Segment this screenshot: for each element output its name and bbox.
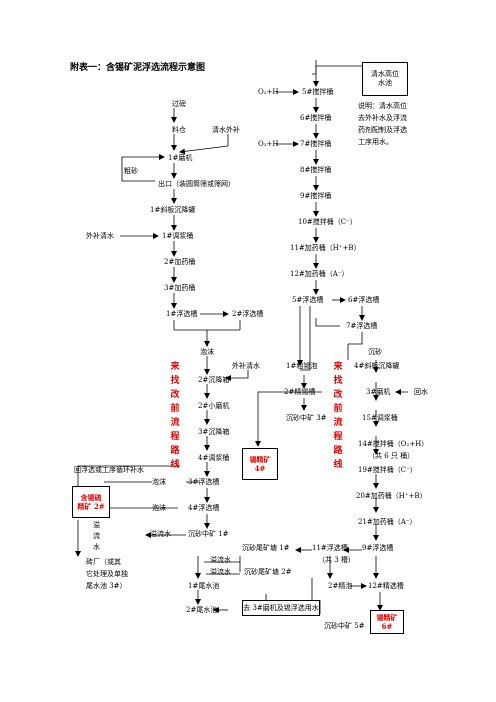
node-tailings-pond-1: 1#尾水池 (188, 582, 220, 590)
overflow-water-vertical: 溢流水 (93, 521, 100, 551)
node-ore-feed: 过磅 (172, 100, 186, 108)
node-external-water-2: 外补清水 (232, 362, 260, 370)
node-agitator-21: 21#加药桶（A⁻） (358, 518, 417, 526)
node-tail-settle-1: 沉砂尾矿塘 1# (242, 544, 290, 552)
node-flotation-11-note: （共 3 槽） (318, 556, 355, 564)
node-flotation-1: 1#浮选槽 (166, 310, 198, 318)
node-agitator-14-note: （共 6 只 桶） (368, 452, 415, 460)
node-return-water: 回水 (414, 388, 428, 396)
node-froth-left: 泡沫 (200, 348, 214, 356)
node-rough-tin: 1#粗锡泡 (286, 362, 318, 370)
node-fine-tin: 2#精锡槽 (284, 388, 316, 396)
node-flotation-4: 4#浮选槽 (188, 504, 220, 512)
node-agitator-14: 14#搅拌桶（O₂+H） (358, 440, 429, 448)
left-red-vertical-label: 来找改前流程路线 (170, 362, 180, 470)
node-slurry-tank-1: 1#调浆桶 (162, 232, 194, 240)
node-tailings-pond-2: 2#尾水池 (186, 606, 218, 614)
note-explanation-2: 去外补水及浮流 (358, 114, 407, 122)
node-overflow-water-1: 溢流水 (150, 530, 171, 538)
node-oh-2: O₂+H (258, 140, 279, 148)
node-agitator-20: 20#加药桶（H⁺+B） (356, 492, 427, 500)
node-fresh-water-supplement: 清水外补 (212, 126, 240, 134)
node-other-use: 它处理及单独 (86, 570, 128, 578)
node-settling-2: 2#沉降箱 (198, 376, 230, 384)
page-title: 附表一：含锡矿泥浮选流程示意图 (70, 63, 206, 73)
note-explanation-1: 说明：清水高位 (358, 102, 407, 110)
node-agitator-11: 11#加药桶（H⁺+B） (290, 244, 361, 252)
node-settling-mid-3: 沉砂中矿 3# (286, 414, 327, 422)
node-flotation-5: 5#浮选槽 (292, 296, 324, 304)
concentrate-4-box: 锡精矿 4# (242, 448, 278, 480)
node-agitator-2: 2#加药桶 (164, 258, 196, 266)
node-tailings-pond-note: 尾水池 3#） (86, 582, 127, 590)
node-agitator-19: 19#搅拌桶（C⁻） (358, 466, 417, 474)
node-tail-settle-2: 沉砂尾矿塘 2# (244, 568, 292, 576)
node-settling-mid-1: 沉砂中矿 1# (188, 530, 229, 538)
node-froth-4: 泡沫 (152, 504, 166, 512)
node-froth-2: 2#精泡 (328, 582, 353, 590)
node-agitator-8: 8#搅拌桶 (300, 166, 332, 174)
node-oh-1: O₂+H (258, 88, 279, 96)
node-external-water: 外补清水 (86, 232, 114, 240)
return-mill-water-box: 去 3#磨机及锡浮选用水 (242, 600, 320, 616)
concentrate-2-box: 含锡硫 精矿 2# (72, 486, 110, 518)
note-explanation-3: 药剂配制及浮选 (358, 126, 407, 134)
node-ore-bin: 料仓 (172, 126, 186, 134)
concentrate-2-label: 含锡硫 精矿 2# (77, 493, 105, 511)
node-classifier-4: 4#斜板沉降罐 (354, 362, 400, 370)
concentrate-6-label: 锡精矿 6# (376, 613, 398, 631)
node-agitator-5: 5#搅拌桶 (302, 88, 334, 96)
node-mill-1: 1#磨机 (168, 154, 193, 162)
node-fine-tank-12: 12#精选槽 (368, 582, 404, 590)
node-overflow-water-2: 溢流水 (210, 556, 231, 564)
node-overflow-water-3: 溢流水 (210, 568, 231, 576)
node-flotation-6: 6#浮选槽 (348, 296, 380, 304)
note-explanation-4: 工序用水。 (358, 138, 393, 146)
node-sand-settle: 沉砂 (368, 348, 382, 356)
right-red-vertical-label: 来找改前流程路线 (333, 362, 343, 470)
return-mill-water-label: 去 3#磨机及锡浮选用水 (243, 603, 319, 612)
node-agitator-3: 3#加药桶 (164, 284, 196, 292)
node-classifier-1: 1#斜板沉降罐 (150, 206, 196, 214)
node-slurry-tank-4: 4#调浆桶 (198, 454, 230, 462)
node-flotation-2: 2#浮选槽 (232, 310, 264, 318)
node-mill-3: 3#磨机 (366, 388, 391, 396)
node-settling-3: 3#沉降箱 (198, 428, 230, 436)
node-brick-factory: 砖厂（或其 (86, 558, 121, 566)
node-settling-mid-5: 沉砂中矿 5# (324, 622, 365, 630)
node-agitator-6: 6#搅拌桶 (300, 114, 332, 122)
water-tank-label: 清水高位 水池 (371, 70, 399, 87)
water-tank-box: 清水高位 水池 (362, 62, 408, 96)
node-mill-small-2: 2#小磨机 (198, 402, 230, 410)
node-agitator-9: 9#搅拌桶 (300, 192, 332, 200)
node-froth-3: 泡沫 (152, 478, 166, 486)
node-flotation-7: 7#浮选槽 (346, 322, 378, 330)
concentrate-4-label: 锡精矿 4# (249, 455, 271, 473)
concentrate-6-box: 锡精矿 6# (370, 610, 404, 634)
node-flotation-3: 3#浮选槽 (188, 478, 220, 486)
node-agitator-10: 10#搅拌桶（C⁻） (298, 218, 357, 226)
node-mill-outlet: 出口（装圆筒筛或筛网） (158, 180, 235, 188)
node-slurry-tank-15: 15#调浆桶 (362, 414, 398, 422)
node-flotation-11: 11#浮选槽 (312, 544, 348, 552)
node-coarse-sand: 粗砂 (124, 167, 138, 175)
node-agitator-12: 12#加药桶（A⁻） (290, 270, 349, 278)
node-return-to-flotation: 回浮选或工序循环补水 (74, 466, 144, 474)
node-flotation-9: 9#浮选槽 (362, 544, 394, 552)
node-agitator-7: 7#搅拌桶 (300, 140, 332, 148)
